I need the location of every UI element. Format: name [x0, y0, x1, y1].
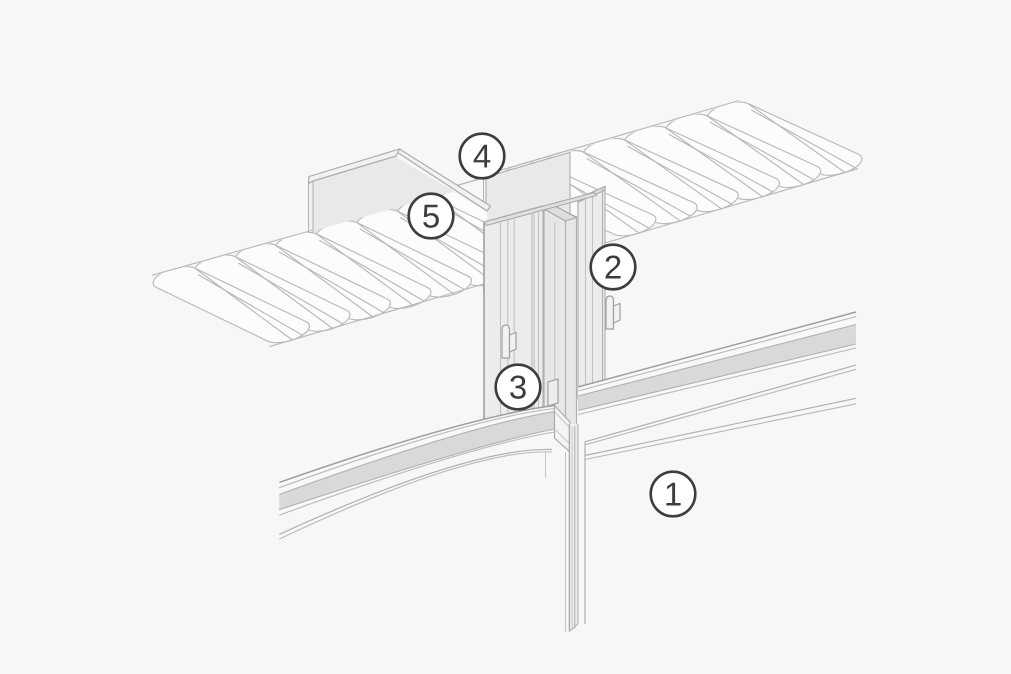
svg-text:5: 5 — [422, 198, 440, 235]
svg-text:2: 2 — [604, 249, 622, 286]
svg-text:4: 4 — [473, 138, 491, 175]
svg-text:1: 1 — [664, 476, 682, 513]
svg-text:3: 3 — [509, 369, 527, 406]
